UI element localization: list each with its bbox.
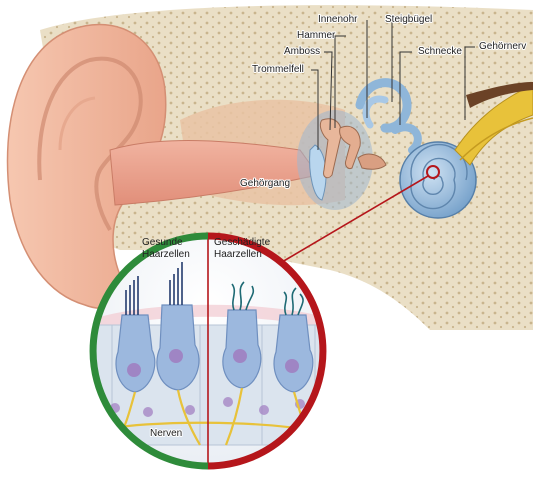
label-gehoernerv: Gehörnerv <box>479 41 526 52</box>
label-trommelfell: Trommelfell <box>252 64 304 75</box>
damaged-stereocilia <box>231 281 304 316</box>
label-hammer: Hammer <box>297 30 336 41</box>
eardrum <box>309 144 327 201</box>
inset-ring-damaged <box>207 232 327 470</box>
label-schnecke: Schnecke <box>418 46 462 57</box>
label-damaged-line1: Geschädigte <box>214 237 271 248</box>
label-healthy-line2: Haarzellen <box>142 249 190 260</box>
ossicles <box>319 118 387 179</box>
highlight-spot <box>426 165 440 179</box>
zoom-connector-line <box>281 175 429 263</box>
label-healthy-line1: Gesunde <box>142 237 183 248</box>
label-steigbuegel: Steigbügel <box>385 14 432 25</box>
anvil-bone <box>339 125 361 169</box>
inner-ear <box>355 78 477 219</box>
damaged-hair-cell <box>222 309 314 393</box>
stirrup-bone <box>357 153 387 170</box>
label-nerves: Nerven <box>150 428 182 439</box>
label-amboss: Amboss <box>284 46 320 57</box>
label-damaged-line2: Haarzellen <box>214 249 262 260</box>
inset-ring-healthy <box>89 232 209 470</box>
hammer-bone <box>319 118 342 179</box>
auditory-nerve <box>454 82 533 166</box>
healthy-stereocilia <box>125 262 183 315</box>
label-innenohr: Innenohr <box>318 14 358 25</box>
cochlea <box>399 141 477 219</box>
healthy-hair-cell <box>115 304 200 393</box>
leader-lines <box>311 20 475 150</box>
label-gehoergang: Gehörgang <box>240 178 290 189</box>
hair-cell-inset <box>89 232 327 470</box>
